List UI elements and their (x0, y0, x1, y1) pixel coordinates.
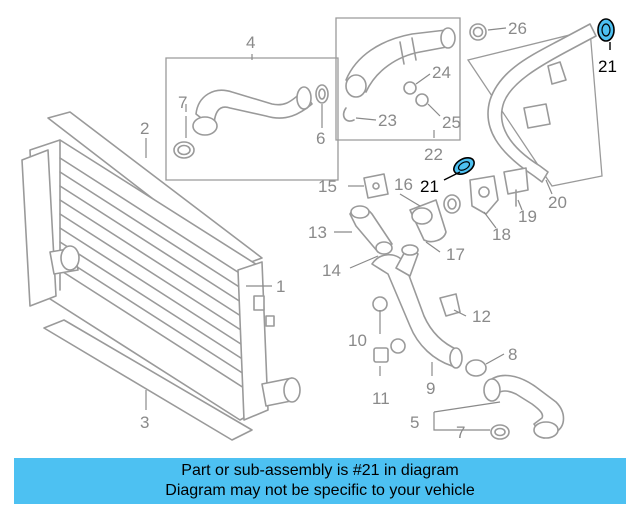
pipe-22-drawing (342, 27, 456, 122)
callout-11: 11 (372, 389, 390, 408)
callout-5: 5 (410, 413, 419, 432)
callout-7-upper: 7 (178, 93, 187, 112)
callout-4: 4 (246, 33, 255, 52)
callout-17: 17 (446, 245, 465, 264)
clamp-21-lower-drawing (453, 157, 475, 175)
callout-25: 25 (442, 113, 461, 132)
callout-9: 9 (426, 379, 435, 398)
caption-line-1: Part or sub-assembly is #21 in diagram (181, 462, 459, 479)
callout-21-upper: 21 (598, 57, 617, 76)
callout-8: 8 (508, 345, 517, 364)
callout-19: 19 (518, 207, 537, 226)
clamp-21-upper-drawing (597, 18, 615, 42)
leader-lines (145, 27, 611, 431)
caption-banner: Part or sub-assembly is #21 in diagram D… (14, 458, 626, 504)
callout-18: 18 (492, 225, 511, 244)
caption-line-2: Diagram may not be specific to your vehi… (165, 482, 475, 499)
intercooler-drawing (21, 111, 301, 441)
callout-1: 1 (276, 277, 285, 296)
callout-15: 15 (318, 177, 337, 196)
callout-22: 22 (424, 145, 443, 164)
parts-diagram: 1 2 3 4 5 6 7 7 8 9 10 11 12 13 14 15 16… (21, 17, 617, 442)
callout-16: 16 (394, 175, 413, 194)
hose-4-drawing (173, 84, 329, 159)
group-box-20 (466, 29, 603, 187)
callout-14: 14 (322, 261, 341, 280)
hose-5-drawing (483, 374, 565, 440)
group-box-4 (165, 57, 339, 181)
callout-26: 26 (508, 19, 527, 38)
callout-13: 13 (308, 223, 327, 242)
callout-12: 12 (472, 307, 491, 326)
callout-3: 3 (140, 413, 149, 432)
callout-2: 2 (140, 119, 149, 138)
middle-parts-drawing (363, 167, 529, 243)
callout-20: 20 (548, 193, 567, 212)
callout-23: 23 (378, 111, 397, 130)
callout-10: 10 (348, 331, 367, 350)
callout-7-lower: 7 (456, 423, 465, 442)
callout-21-lower: 21 (420, 177, 439, 196)
callout-24: 24 (432, 63, 451, 82)
charge-pipe-drawing (349, 205, 487, 377)
hose-20-drawing (469, 23, 597, 183)
group-box-22 (335, 17, 461, 141)
callout-6: 6 (316, 129, 325, 148)
